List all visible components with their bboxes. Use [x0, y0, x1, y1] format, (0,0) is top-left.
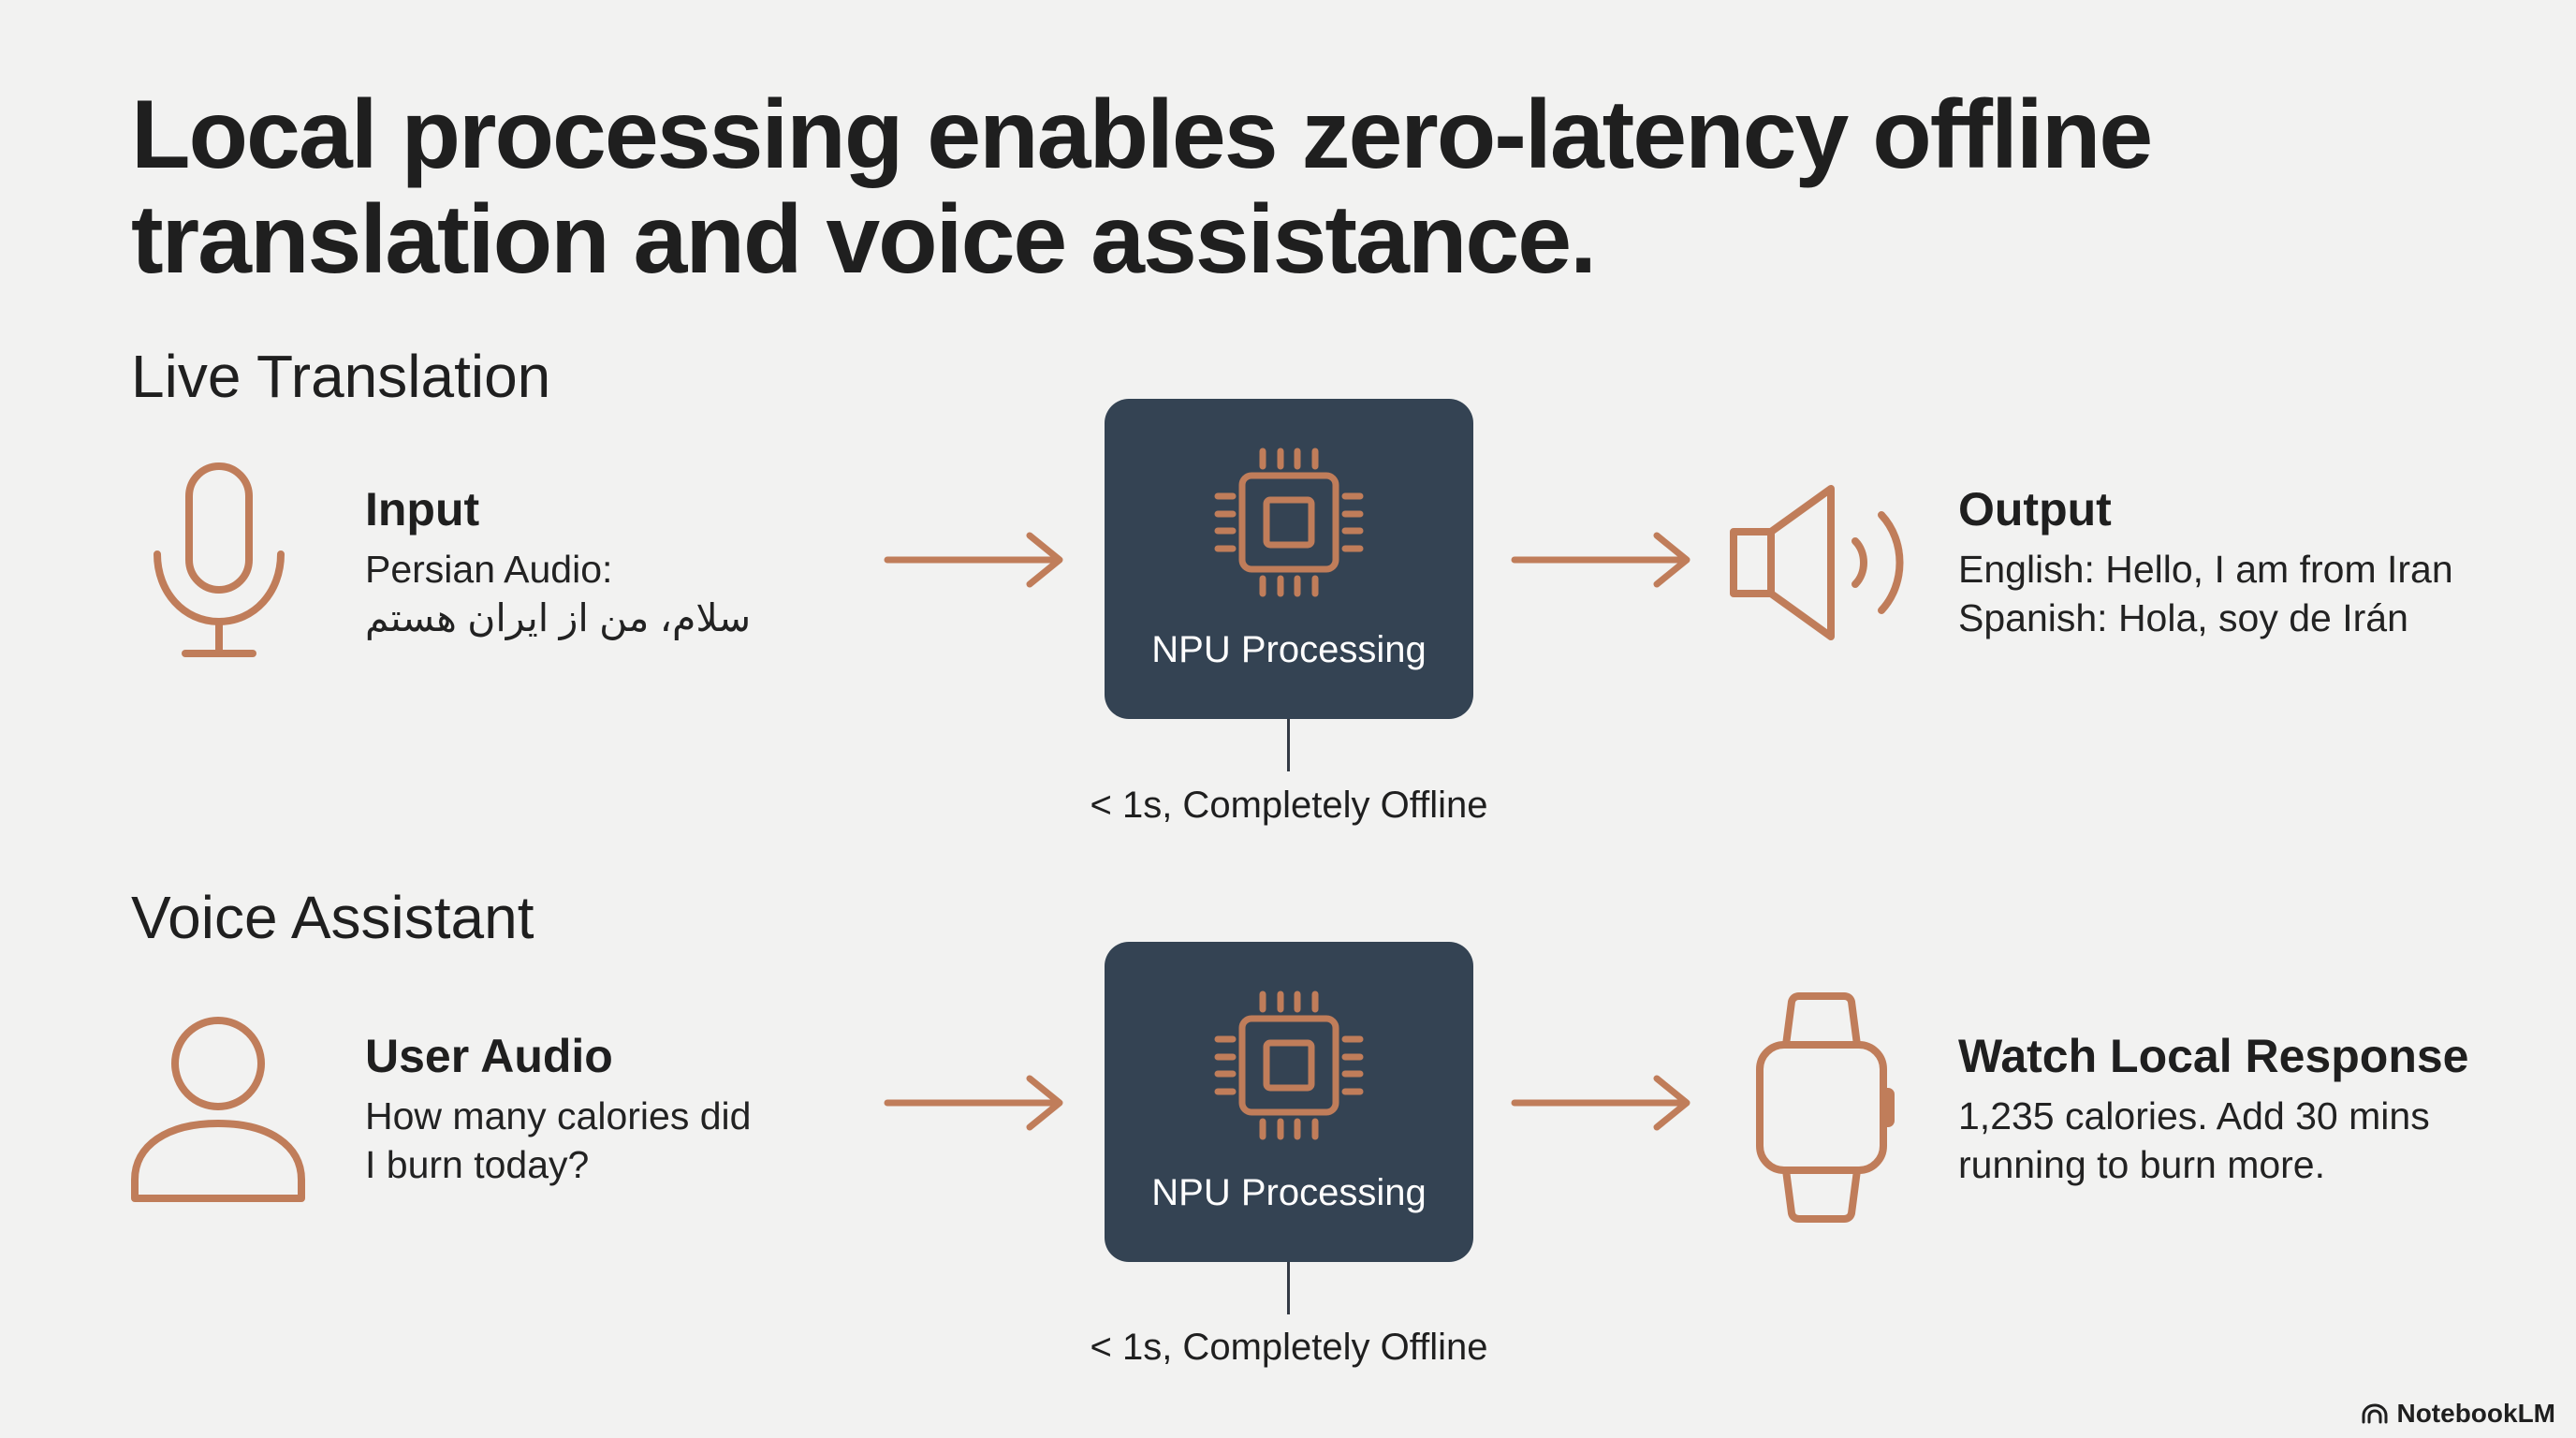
page-title: Local processing enables zero-latency of… [131, 82, 2378, 292]
smartwatch-icon [1756, 992, 1895, 1223]
assistant-input-line-2: I burn today? [365, 1143, 590, 1186]
user-icon [131, 1017, 305, 1202]
npu-processing-label: NPU Processing [1151, 629, 1427, 670]
translation-input-line-1: Persian Audio: [365, 548, 613, 591]
assistant-input-block: User Audio How many calories did I burn … [365, 1028, 751, 1189]
arrow-right-icon [1511, 532, 1690, 588]
assistant-output-block: Watch Local Response 1,235 calories. Add… [1958, 1028, 2468, 1189]
npu-processing-box: NPU Processing [1105, 399, 1473, 719]
assistant-input-heading: User Audio [365, 1030, 613, 1082]
npu-connector-line [1287, 1262, 1290, 1314]
brand-name: NotebookLM [2396, 1399, 2555, 1428]
chip-icon [1214, 990, 1364, 1140]
translation-output-heading: Output [1958, 483, 2112, 536]
latency-note: < 1s, Completely Offline [1090, 1327, 1488, 1368]
notebooklm-logo-icon [2362, 1403, 2388, 1424]
translation-input-persian-text: سلام، من از ایران هستم [365, 596, 752, 639]
translation-input-heading: Input [365, 483, 480, 536]
microphone-icon [154, 462, 285, 657]
npu-processing-label: NPU Processing [1151, 1172, 1427, 1213]
npu-connector-line [1287, 719, 1290, 771]
translation-input-block: Input Persian Audio: سلام، من از ایران ه… [365, 481, 751, 642]
section-title-voice-assistant: Voice Assistant [131, 884, 534, 951]
translation-output-block: Output English: Hello, I am from Iran Sp… [1958, 481, 2453, 642]
arrow-right-icon [884, 532, 1063, 588]
translation-output-english: English: Hello, I am from Iran [1958, 548, 2453, 591]
chip-icon [1214, 448, 1364, 597]
assistant-output-heading: Watch Local Response [1958, 1030, 2469, 1082]
arrow-right-icon [1511, 1075, 1690, 1131]
latency-note: < 1s, Completely Offline [1090, 785, 1488, 826]
arrow-right-icon [884, 1075, 1063, 1131]
notebooklm-brand: NotebookLM [2361, 1399, 2555, 1429]
page-title-line-2: translation and voice assistance. [131, 185, 1597, 294]
assistant-input-line-1: How many calories did [365, 1094, 752, 1137]
assistant-output-line-2: running to burn more. [1958, 1143, 2326, 1186]
speaker-icon [1730, 485, 1904, 640]
translation-output-spanish: Spanish: Hola, soy de Irán [1958, 596, 2408, 639]
section-title-live-translation: Live Translation [131, 343, 551, 410]
page-title-line-1: Local processing enables zero-latency of… [131, 81, 2153, 189]
assistant-output-line-1: 1,235 calories. Add 30 mins [1958, 1094, 2430, 1137]
npu-processing-box: NPU Processing [1105, 942, 1473, 1262]
